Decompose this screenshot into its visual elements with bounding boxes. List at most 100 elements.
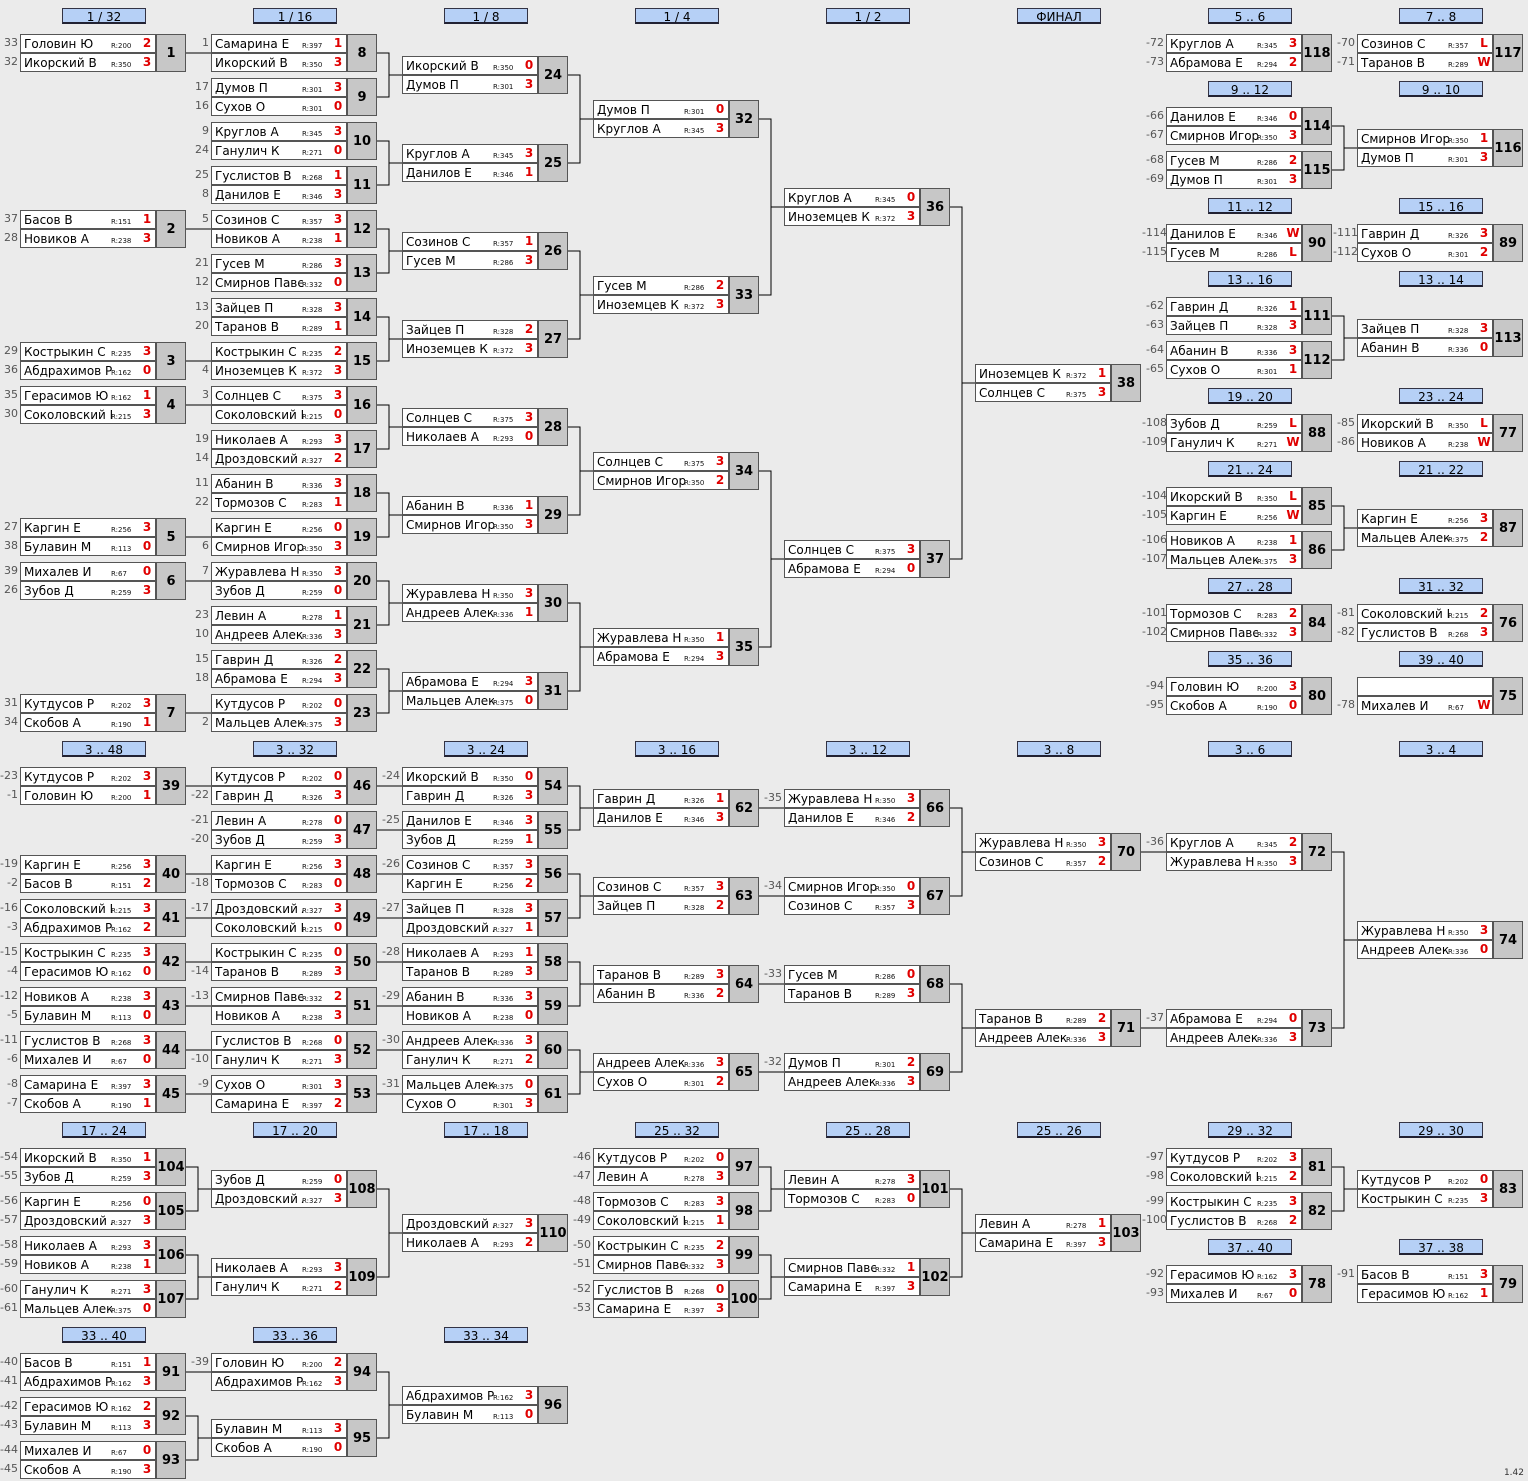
player-row[interactable]: Смирнов ПавелR:3321 (784, 1258, 920, 1277)
player-row[interactable]: Головин ЮR:2003 (1166, 677, 1302, 696)
match-70[interactable]: Журавлева НR:3503Созинов СR:357270 (975, 833, 1141, 873)
match-72[interactable]: Круглов АR:3452Журавлева НR:350372 (1166, 833, 1332, 873)
player-row[interactable]: Николаев АR:2933 (211, 1258, 347, 1277)
player-row[interactable]: Каргин ЕR:2560 (20, 1192, 156, 1211)
match-3[interactable]: Кострыкин СR:2353Абдрахимов РR:16203 (20, 342, 186, 382)
player-row[interactable]: Гусев МR:2863 (402, 251, 538, 270)
player-row[interactable]: Самарина ЕR:3973 (593, 1299, 729, 1318)
player-row[interactable]: Созинов СR:3572 (975, 852, 1111, 871)
player-row[interactable]: Гусев МR:2862 (593, 276, 729, 295)
player-row[interactable]: Новиков АR:2381 (1166, 531, 1302, 550)
player-row[interactable]: Ганулич КR:271W (1166, 433, 1302, 452)
player-row[interactable]: Скобов АR:1901 (20, 1094, 156, 1113)
player-row[interactable]: Таранов ВR:2893 (211, 962, 347, 981)
player-row[interactable]: Сухов ОR:3013 (402, 1094, 538, 1113)
match-34[interactable]: Солнцев СR:3753Смирнов ИгорьR:350234 (593, 452, 759, 492)
player-row[interactable]: Абрамова ЕR:2942 (1166, 53, 1302, 72)
player-row[interactable]: Тормозов СR:2833 (593, 1192, 729, 1211)
player-row[interactable]: Дроздовский АR:3271 (402, 918, 538, 937)
player-row[interactable]: Самарина ЕR:3973 (20, 1075, 156, 1094)
player-row[interactable]: Соколовский МR:2152 (1357, 604, 1493, 623)
player-row[interactable]: Кострыкин СR:2350 (211, 943, 347, 962)
match-69[interactable]: Думов ПR:3012Андреев АлександрR:336369 (784, 1053, 950, 1093)
player-row[interactable]: Басов ВR:1511 (20, 1353, 156, 1372)
match-107[interactable]: Ганулич КR:2713Мальцев АлексейR:3750107 (20, 1280, 186, 1320)
player-row[interactable]: Гусев МR:286L (1166, 243, 1302, 262)
player-row[interactable]: Самарина ЕR:3973 (784, 1277, 920, 1296)
player-row[interactable]: Зайцев ПR:3283 (402, 899, 538, 918)
player-row[interactable]: Думов ПR:3013 (1166, 170, 1302, 189)
player-row[interactable]: Булавин МR:1133 (20, 1416, 156, 1435)
player-row[interactable]: Кутдусов РR:2023 (20, 767, 156, 786)
match-95[interactable]: Булавин МR:1133Скобов АR:190095 (211, 1419, 377, 1459)
player-row[interactable]: Кострыкин СR:2353 (1166, 1192, 1302, 1211)
match-19[interactable]: Каргин ЕR:2560Смирнов ИгорьR:350319 (211, 518, 377, 558)
player-row[interactable]: Смирнов ИгорьR:3503 (211, 537, 347, 556)
match-58[interactable]: Николаев АR:2931Таранов ВR:289358 (402, 943, 568, 983)
player-row[interactable]: Самарина ЕR:3971 (211, 34, 347, 53)
player-row[interactable]: Михалев ИR:67W (1357, 696, 1493, 715)
player-row[interactable]: Абанин ВR:3360 (1357, 338, 1493, 357)
match-57[interactable]: Зайцев ПR:3283Дроздовский АR:327157 (402, 899, 568, 939)
match-21[interactable]: Левин АR:2781Андреев АлександрR:336321 (211, 606, 377, 646)
player-row[interactable]: Николаев АR:2933 (211, 430, 347, 449)
player-row[interactable]: Смирнов ПавелR:3320 (211, 273, 347, 292)
player-row[interactable]: Гаврин ДR:3262 (211, 650, 347, 669)
match-56[interactable]: Созинов СR:3573Каргин ЕR:256256 (402, 855, 568, 895)
player-row[interactable]: Дроздовский АR:3273 (211, 1189, 347, 1208)
player-row[interactable]: Абдрахимов РR:1623 (20, 1372, 156, 1391)
match-13[interactable]: Гусев МR:2863Смирнов ПавелR:332013 (211, 254, 377, 294)
player-row[interactable]: Левин АR:2781 (975, 1214, 1111, 1233)
player-row[interactable]: Икорский ВR:3503 (211, 53, 347, 72)
match-38[interactable]: Иноземцев КR:3721Солнцев СR:375338 (975, 364, 1141, 404)
player-row[interactable]: Смирнов ИгорьR:3503 (402, 515, 538, 534)
match-16[interactable]: Солнцев СR:3753Соколовский МR:215016 (211, 386, 377, 426)
match-115[interactable]: Гусев МR:2862Думов ПR:3013115 (1166, 151, 1332, 191)
player-row[interactable]: Левин АR:2783 (784, 1170, 920, 1189)
player-row[interactable]: Икорский ВR:3503 (20, 53, 156, 72)
player-row[interactable]: Скобов АR:1900 (211, 1438, 347, 1457)
player-row[interactable]: Андреев АлександрR:3363 (211, 625, 347, 644)
player-row[interactable]: Соколовский МR:2152 (1166, 1167, 1302, 1186)
player-row[interactable]: Андреев АлександрR:3361 (402, 603, 538, 622)
player-row[interactable]: Думов ПR:3010 (593, 100, 729, 119)
player-row[interactable]: Зубов ДR:2593 (20, 581, 156, 600)
match-29[interactable]: Абанин ВR:3361Смирнов ИгорьR:350329 (402, 496, 568, 536)
player-row[interactable]: Каргин ЕR:2563 (1357, 509, 1493, 528)
player-row[interactable]: Солнцев СR:3753 (975, 383, 1111, 402)
player-row[interactable]: Гуслистов ВR:2682 (1166, 1211, 1302, 1230)
match-111[interactable]: Гаврин ДR:3261Зайцев ПR:3283111 (1166, 297, 1332, 337)
match-24[interactable]: Икорский ВR:3500Думов ПR:301324 (402, 56, 568, 96)
player-row[interactable]: Круглов АR:3452 (1166, 833, 1302, 852)
match-5[interactable]: Каргин ЕR:2563Булавин МR:11305 (20, 518, 186, 558)
match-67[interactable]: Смирнов ИгорьR:3500Созинов СR:357367 (784, 877, 950, 917)
match-75[interactable]: Михалев ИR:67W75 (1357, 677, 1523, 717)
player-row[interactable]: Герасимов ЮR:1622 (20, 1397, 156, 1416)
match-64[interactable]: Таранов ВR:2893Абанин ВR:336264 (593, 965, 759, 1005)
player-row[interactable]: Мальцев АлексейR:3750 (402, 691, 538, 710)
player-row[interactable]: Кострыкин СR:2353 (1357, 1189, 1493, 1208)
match-96[interactable]: Абдрахимов РR:1623Булавин МR:113096 (402, 1386, 568, 1426)
player-row[interactable]: Герасимов ЮR:1623 (1166, 1265, 1302, 1284)
match-90[interactable]: Данилов ЕR:346WГусев МR:286L90 (1166, 224, 1332, 264)
player-row[interactable]: Левин АR:2780 (211, 811, 347, 830)
match-109[interactable]: Николаев АR:2933Ганулич КR:2712109 (211, 1258, 377, 1298)
match-108[interactable]: Зубов ДR:2590Дроздовский АR:3273108 (211, 1170, 377, 1210)
player-row[interactable]: Икорский ВR:3501 (20, 1148, 156, 1167)
player-row[interactable]: Абдрахимов РR:1620 (20, 361, 156, 380)
player-row[interactable]: Кострыкин СR:2353 (20, 342, 156, 361)
player-row[interactable]: Соколовский МR:2153 (20, 405, 156, 424)
player-row[interactable]: Круглов АR:3453 (402, 144, 538, 163)
match-85[interactable]: Икорский ВR:350LКаргин ЕR:256W85 (1166, 487, 1332, 527)
player-row[interactable]: Гаврин ДR:3261 (593, 789, 729, 808)
player-row[interactable]: Журавлева НR:3503 (1166, 852, 1302, 871)
player-row[interactable]: Зубов ДR:2590 (211, 581, 347, 600)
player-row[interactable]: Смирнов ИгорьR:3501 (1357, 129, 1493, 148)
player-row[interactable]: Зайцев ПR:3283 (1357, 319, 1493, 338)
player-row[interactable]: Таранов ВR:2893 (784, 984, 920, 1003)
match-11[interactable]: Гуслистов ВR:2681Данилов ЕR:346311 (211, 166, 377, 206)
match-102[interactable]: Смирнов ПавелR:3321Самарина ЕR:3973102 (784, 1258, 950, 1298)
player-row[interactable]: Николаев АR:2931 (402, 943, 538, 962)
player-row[interactable]: Басов ВR:1511 (20, 210, 156, 229)
player-row[interactable]: Созинов СR:3571 (402, 232, 538, 251)
